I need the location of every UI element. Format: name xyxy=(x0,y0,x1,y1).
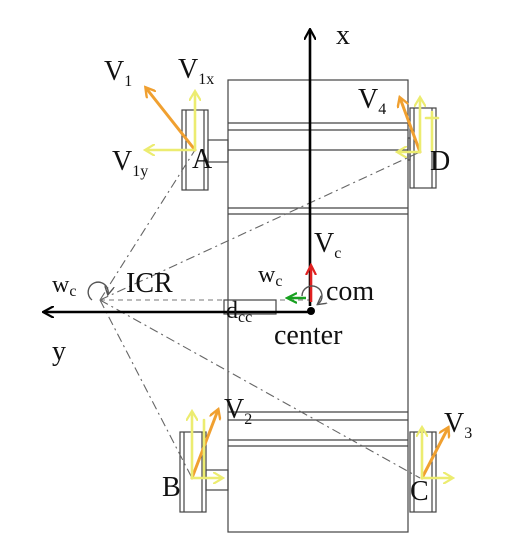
v1x-label: V1x xyxy=(178,54,214,88)
wheel-b-shape xyxy=(179,431,229,513)
x-axis-label: x xyxy=(336,20,350,51)
v1-vector xyxy=(146,88,197,152)
icr-lines xyxy=(99,149,421,479)
v4-vector xyxy=(400,98,422,154)
wc-icr-label: wc xyxy=(52,272,76,300)
dcc-bracket xyxy=(223,299,277,315)
icr-label: ICR xyxy=(126,268,173,299)
wc-icr-rotation-icon xyxy=(87,281,108,301)
vehicle-body xyxy=(227,79,409,533)
y-axis-label: y xyxy=(52,336,66,367)
center-label: center xyxy=(274,320,343,351)
v1y-label: V1y xyxy=(112,146,148,180)
dcc-label: dcc xyxy=(226,298,252,326)
v3-label: V3 xyxy=(444,408,472,442)
v3-vector xyxy=(420,428,448,480)
wc-center-label: wc xyxy=(258,262,282,290)
v2-label: V2 xyxy=(224,394,252,428)
wc-center-rotation-icon xyxy=(301,285,322,304)
wheel-b-label: B xyxy=(162,472,181,503)
vc-label: Vc xyxy=(314,228,341,262)
v1-label: V1 xyxy=(104,56,132,90)
wheel-c-label: C xyxy=(410,476,429,507)
wheel-d-label: D xyxy=(430,146,450,177)
center-point xyxy=(307,307,315,315)
com-label: com xyxy=(326,276,374,307)
v4-label: V4 xyxy=(358,84,386,118)
wheel-a-label: A xyxy=(192,144,213,175)
